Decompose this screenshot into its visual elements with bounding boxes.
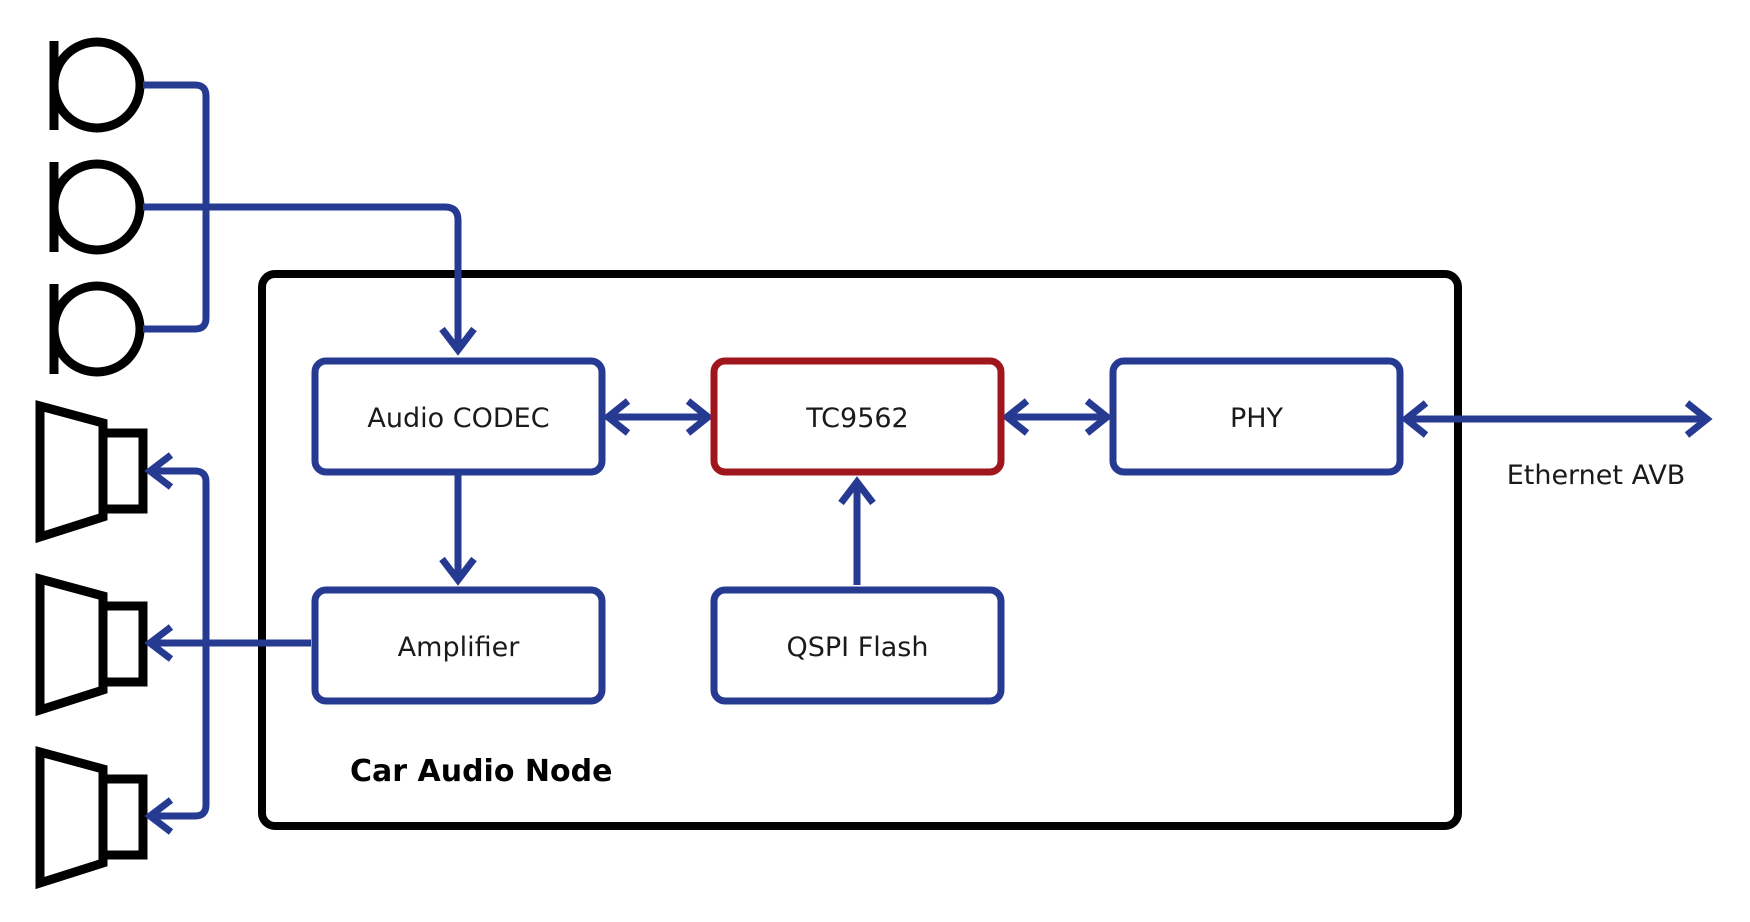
tc9562-box	[710, 357, 1005, 476]
speaker-icon	[35, 400, 148, 544]
amplifier-block: Amplifier	[311, 586, 606, 705]
tc9562-label: TC9562	[805, 403, 908, 434]
speaker-3-arrowhead	[144, 797, 174, 835]
audio-codec-block: Audio CODEC	[311, 357, 606, 476]
codec-soc-arrowhead-left	[602, 398, 631, 436]
car-audio-node-frame	[258, 270, 1462, 830]
mic-to-codec-arrowhead	[439, 326, 477, 356]
audio-codec-box	[311, 357, 606, 476]
microphone-1	[49, 37, 145, 133]
flash-to-soc-arrowhead	[838, 476, 876, 506]
soc-phy-arrowhead-left	[1001, 398, 1030, 436]
tc9562-block: TC9562	[710, 357, 1005, 476]
speaker-icon	[35, 746, 148, 890]
speaker-icon	[35, 573, 148, 717]
speaker-1-arrowhead	[144, 452, 174, 490]
qspi-flash-label: QSPI Flash	[787, 632, 929, 663]
qspi-flash-box	[710, 586, 1005, 705]
speaker-bus-connector	[150, 467, 210, 820]
car-audio-node-title: Car Audio Node	[350, 754, 612, 789]
speaker-2	[35, 573, 148, 717]
amplifier-to-speaker-2-arrowhead	[144, 624, 174, 662]
codec-soc-arrowhead-right	[685, 398, 714, 436]
microphone-icon	[49, 37, 145, 133]
amplifier-box	[311, 586, 606, 705]
ethernet-avb-arrowhead-right	[1684, 400, 1713, 438]
qspi-flash-block: QSPI Flash	[710, 586, 1005, 705]
mic-to-codec-connector	[143, 203, 462, 350]
phy-label: PHY	[1230, 403, 1284, 434]
microphone-icon	[49, 159, 145, 255]
audio-codec-label: Audio CODEC	[367, 403, 549, 434]
microphone-3	[49, 281, 145, 377]
speaker-1	[35, 400, 148, 544]
ethernet-avb-label: Ethernet AVB	[1507, 460, 1686, 491]
phy-block: PHY	[1109, 357, 1404, 476]
amplifier-label: Amplifier	[398, 632, 521, 663]
soc-phy-arrowhead-right	[1084, 398, 1113, 436]
codec-to-amplifier-arrowhead	[439, 556, 477, 586]
microphone-icon	[49, 281, 145, 377]
microphone-2	[49, 159, 145, 255]
speaker-3	[35, 746, 148, 890]
ethernet-avb-arrowhead-left	[1400, 400, 1429, 438]
phy-box	[1109, 357, 1404, 476]
